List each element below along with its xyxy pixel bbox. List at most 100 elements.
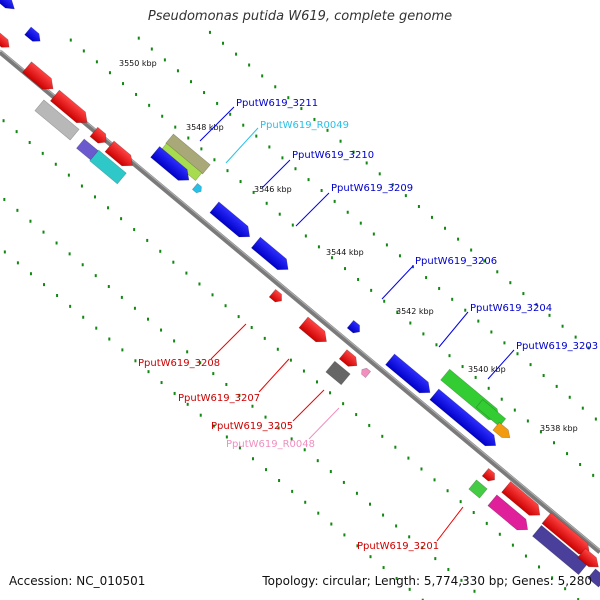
gene-blue-small — [346, 319, 360, 334]
gene-label-3205[interactable]: PputW619_3205 — [211, 421, 293, 432]
gene-3208[interactable] — [298, 316, 331, 347]
tick-dot — [574, 335, 577, 339]
tick-dot — [315, 380, 318, 384]
gene-lime — [159, 143, 203, 181]
gene-3206-shape[interactable] — [385, 353, 435, 398]
tick-dot — [251, 457, 254, 461]
gene-3204-shape[interactable] — [429, 388, 500, 451]
gene-olive-shape — [165, 133, 211, 175]
tick-dot — [69, 38, 72, 42]
tick-label: 3540 kbp — [468, 365, 506, 374]
tick-dot — [460, 578, 463, 582]
gene-label-3208[interactable]: PputW619_3208 — [138, 358, 220, 369]
tick-dot — [146, 238, 149, 242]
tick-dot — [187, 136, 190, 140]
gene-3211-shape[interactable] — [150, 146, 194, 186]
tick-dot — [54, 162, 57, 166]
gene-3208-shape[interactable] — [298, 316, 331, 347]
topology-text: Topology: circular; Length: 5,774,330 bp… — [262, 574, 592, 588]
tick-dot — [378, 172, 381, 176]
rna-r0049[interactable] — [191, 182, 203, 194]
gene-red-shape — [501, 481, 541, 516]
rna-r0048-shape[interactable] — [359, 366, 372, 379]
tick-dot — [224, 304, 227, 308]
tick-dot — [122, 82, 125, 86]
gene-label-3211[interactable]: PputW619_3211 — [236, 98, 318, 109]
gene-red-small — [481, 467, 495, 482]
tick-dot — [446, 489, 449, 493]
tick-dot — [190, 80, 193, 84]
gene-label-3206[interactable]: PputW619_3206 — [415, 256, 497, 267]
gene-3201[interactable] — [468, 479, 488, 499]
tick-dot — [398, 254, 401, 258]
tick-dot — [264, 415, 267, 419]
tick-dot — [369, 555, 372, 559]
gene-3209-shape[interactable] — [250, 236, 292, 275]
tick-dot — [472, 511, 475, 515]
gene-3207-shape[interactable] — [338, 349, 361, 371]
tick-dot — [15, 130, 18, 134]
tick-dot — [529, 363, 532, 367]
tick-dot — [160, 328, 163, 332]
tick-dot — [278, 212, 281, 216]
accession-text: Accession: NC_010501 — [9, 574, 146, 588]
leader-line — [292, 389, 325, 422]
rna-r0049-shape[interactable] — [191, 182, 203, 194]
tick-dot — [160, 381, 163, 385]
tick-dot — [276, 347, 279, 351]
tick-dot — [82, 315, 85, 319]
tick-dot — [67, 173, 70, 177]
tick-dot — [265, 468, 268, 472]
tick-dot — [268, 145, 271, 149]
tick-dot — [108, 71, 111, 75]
gene-red-edge — [0, 32, 10, 48]
gene-label-3204[interactable]: PputW619_3204 — [470, 303, 552, 314]
tick-label: 3538 kbp — [540, 424, 578, 433]
tick-dot — [417, 205, 420, 209]
tick-dot — [300, 107, 303, 111]
tick-dot — [459, 500, 462, 504]
gene-3204[interactable] — [429, 388, 500, 451]
tick-dot — [290, 437, 293, 441]
tick-dot — [238, 393, 241, 397]
gene-3210[interactable] — [209, 201, 254, 242]
gene-label-r0049[interactable]: PputW619_R0049 — [260, 120, 349, 131]
tick-dot — [370, 288, 373, 292]
gene-label-3209[interactable]: PputW619_3209 — [331, 183, 413, 194]
tick-dot — [339, 139, 342, 143]
tick-dot — [444, 226, 447, 230]
gene-gray-shape — [34, 99, 80, 141]
gene-label-3201[interactable]: PputW619_3201 — [357, 541, 439, 552]
rna-r0048[interactable] — [359, 366, 372, 379]
tick-dot — [313, 117, 316, 121]
gene-label-3210[interactable]: PputW619_3210 — [292, 150, 374, 161]
gene-3205-shape[interactable] — [325, 360, 351, 386]
tick-dot — [329, 470, 332, 474]
tick-dot — [68, 252, 71, 256]
tick-dot — [304, 500, 307, 504]
tick-dot — [287, 96, 290, 100]
tick-dot — [539, 430, 542, 434]
gene-3201-shape[interactable] — [468, 479, 488, 499]
gene-label-3203[interactable]: PputW619_3203 — [516, 341, 598, 352]
gene-3206[interactable] — [385, 353, 435, 398]
gene-blue-small-shape — [346, 319, 360, 334]
tick-dot — [535, 302, 538, 306]
gene-3207[interactable] — [338, 349, 361, 371]
gene-3210-shape[interactable] — [209, 201, 254, 242]
tick-dot — [330, 522, 333, 526]
leader-line — [295, 192, 330, 227]
gene-3205[interactable] — [325, 360, 351, 386]
tick-dot — [342, 402, 345, 406]
tick-dot — [307, 178, 310, 182]
gene-3209[interactable] — [250, 236, 292, 275]
tick-dot — [422, 332, 425, 336]
tick-dot — [511, 543, 514, 547]
leader-line — [258, 358, 290, 393]
gene-3211[interactable] — [150, 146, 194, 186]
gene-red — [501, 481, 541, 516]
tick-dot — [212, 424, 215, 428]
gene-label-3207[interactable]: PputW619_3207 — [178, 393, 260, 404]
tick-dot — [294, 167, 297, 171]
gene-label-r0048[interactable]: PputW619_R0048 — [226, 439, 315, 450]
